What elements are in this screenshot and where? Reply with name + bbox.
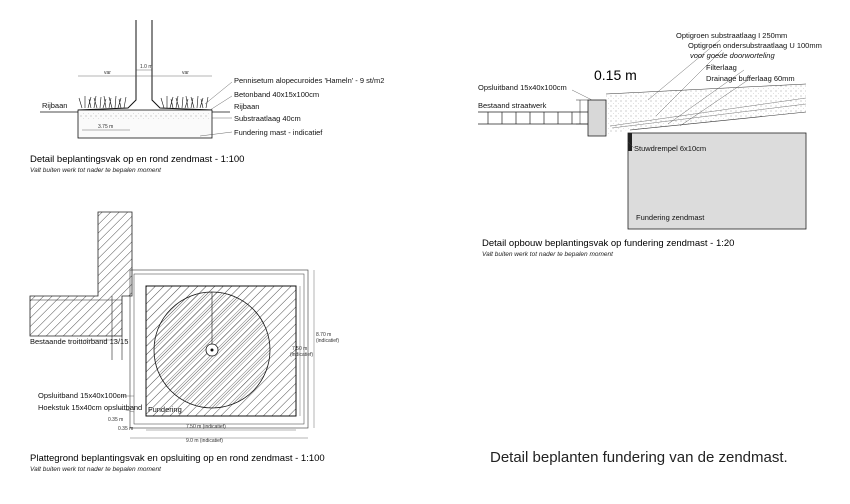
label-betonband: Betonband 40x15x100cm [234, 90, 319, 99]
label-trottoirband: Bestaande troittoirband 13/15 [30, 337, 128, 346]
label-doorworteling: voor goede doorworteling [690, 51, 775, 60]
dim-035-a: 0.35 m [108, 417, 123, 423]
detail1-title: Detail beplantingsvak op en rond zendmas… [30, 154, 244, 165]
dim-var-right: var [182, 70, 189, 76]
detail-plan: Bestaande troittoirband 13/15 Opsluitban… [29, 211, 339, 473]
detail3-title: Plattegrond beplantingsvak en opsluiting… [30, 453, 325, 464]
dim-outer-width: 9.0 m (indicatief) [186, 438, 223, 444]
sheet-caption: Detail beplanten fundering van de zendma… [490, 449, 788, 466]
label-opsluitband-plan: Opsluitband 15x40x100cm [38, 391, 127, 400]
label-opsluitband: Opsluitband 15x40x100cm [478, 83, 567, 92]
label-height: 0.15 m [594, 67, 637, 83]
label-fundering: Fundering mast - indicatief [234, 128, 323, 137]
label-rijbaan-right: Rijbaan [234, 102, 259, 111]
label-hoekstuk: Hoekstuk 15x40cm opsluitband [38, 403, 142, 412]
grass-plants-right [160, 95, 209, 109]
label-rijbaan-left: Rijbaan [42, 101, 67, 110]
detail2-title: Detail opbouw beplantingsvak op funderin… [482, 238, 734, 249]
dim-mast-width: 1.0 m [140, 64, 153, 70]
label-fundering-plan: Fundering [148, 405, 182, 414]
dim-width-bottom: 3.75 m [98, 124, 113, 130]
detail2-subtitle: Valt buiten werk tot nader te bepalen mo… [482, 251, 614, 258]
dim-inner-width: 7.50 m (indicatief) [186, 424, 226, 430]
dim-inner-height: 7.50 m [292, 346, 307, 352]
existing-pavement [478, 111, 588, 125]
label-filterlaag: Filterlaag [706, 63, 737, 72]
detail3-subtitle: Valt buiten werk tot nader te bepalen mo… [30, 466, 162, 473]
detail-section-mast: var 1.0 m var Pennisetum alopecuroides '… [30, 20, 384, 174]
detail-layer-buildup: Optigroen substraatlaag I 250mm Optigroe… [478, 31, 822, 258]
detail1-subtitle: Valt buiten werk tot nader te bepalen mo… [30, 167, 162, 174]
dim-outer-height-note: (indicatief) [316, 338, 339, 344]
dim-var-left: var [104, 70, 111, 76]
label-substraatlaag: Optigroen substraatlaag I 250mm [676, 31, 787, 40]
dim-inner-height-note: (indicatief) [290, 352, 313, 358]
label-fundering-zendmast: Fundering zendmast [636, 213, 705, 222]
dim-035-b: 0.35 m [118, 426, 133, 432]
label-drainage: Drainage bufferlaag 60mm [706, 74, 795, 83]
label-plant: Pennisetum alopecuroides 'Hameln' - 9 st… [234, 76, 384, 85]
label-ondersubstraat: Optigroen ondersubstraatlaag U 100mm [688, 41, 822, 50]
grass-plants-left [78, 95, 127, 109]
dim-outer-height: 8.70 m [316, 332, 331, 338]
label-substraat: Substraatlaag 40cm [234, 114, 301, 123]
label-straatwerk: Bestaand straatwerk [478, 101, 547, 110]
label-stuwdrempel: Stuwdrempel 6x10cm [634, 144, 706, 153]
